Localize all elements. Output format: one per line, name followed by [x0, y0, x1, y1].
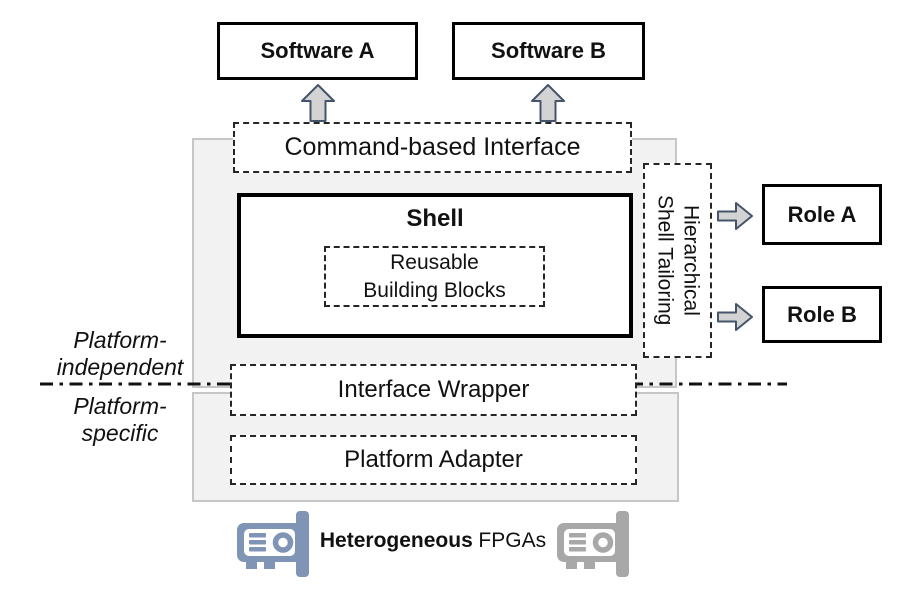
right-arrow-shape [717, 202, 753, 230]
interface-wrapper-box: Interface Wrapper [230, 364, 637, 416]
building-blocks-box: Reusable Building Blocks [324, 246, 545, 307]
fpga-card-icon [237, 511, 309, 577]
platform-independent-label: Platform- independent [38, 327, 202, 380]
right-arrow-icon [717, 202, 753, 230]
fpga-caption-regular: FPGAs [478, 529, 547, 552]
software-b-box: Software B [452, 22, 645, 80]
fpga-vent-bar [249, 547, 266, 552]
up-arrow-shape [301, 84, 335, 122]
fpga-foot [584, 559, 595, 569]
building-blocks-line1: Reusable [390, 251, 479, 275]
software-a-box: Software A [217, 22, 418, 80]
fpga-foot [264, 559, 275, 569]
up-arrow-shape [531, 84, 565, 122]
interface-wrapper-label: Interface Wrapper [337, 376, 530, 403]
shell-tailoring-line1: Hierarchical [679, 205, 703, 316]
role-a-label: Role A [787, 201, 857, 227]
platform-specific-line1: Platform- [73, 393, 167, 419]
right-arrow-shape [717, 303, 753, 331]
command-interface-label: Command-based Interface [284, 133, 581, 161]
command-interface-box: Command-based Interface [233, 122, 632, 173]
platform-adapter-label: Platform Adapter [344, 446, 523, 473]
fpga-foot [246, 559, 257, 569]
fpga-vent-bar [249, 533, 266, 538]
fpga-vent-bar [249, 540, 266, 545]
platform-independent-line1: Platform- [73, 327, 167, 353]
right-arrow-icon [717, 303, 753, 331]
fpga-vent-bar [569, 540, 586, 545]
up-arrow-icon [301, 84, 335, 122]
shell-tailoring-line2: Shell Tailoring [653, 195, 677, 326]
shell-tailoring-box: Hierarchical Shell Tailoring [643, 163, 712, 358]
fpga-vent-bar [569, 533, 586, 538]
fpga-vent-bar [569, 547, 586, 552]
fpga-caption-bold: Heterogeneous [319, 529, 473, 552]
up-arrow-icon [531, 84, 565, 122]
platform-independent-line2: independent [56, 353, 184, 380]
software-a-label: Software A [260, 38, 375, 63]
platform-specific-label: Platform- specific [38, 393, 202, 446]
fpga-foot [566, 559, 577, 569]
shell-tailoring-label: Hierarchical Shell Tailoring [651, 195, 703, 325]
platform-adapter-box: Platform Adapter [230, 435, 637, 485]
software-b-label: Software B [491, 38, 606, 63]
role-a-box: Role A [762, 184, 882, 245]
role-b-label: Role B [787, 301, 857, 327]
shell-label: Shell [406, 205, 464, 232]
shell-box: Shell Reusable Building Blocks [237, 193, 633, 338]
building-blocks-label: Reusable Building Blocks [363, 249, 505, 304]
building-blocks-line2: Building Blocks [363, 278, 506, 302]
fpga-fan [272, 532, 294, 553]
role-b-box: Role B [762, 286, 882, 343]
fpga-fan [592, 532, 614, 553]
platform-specific-line2: specific [81, 419, 159, 446]
fpga-card-icon [557, 511, 629, 577]
